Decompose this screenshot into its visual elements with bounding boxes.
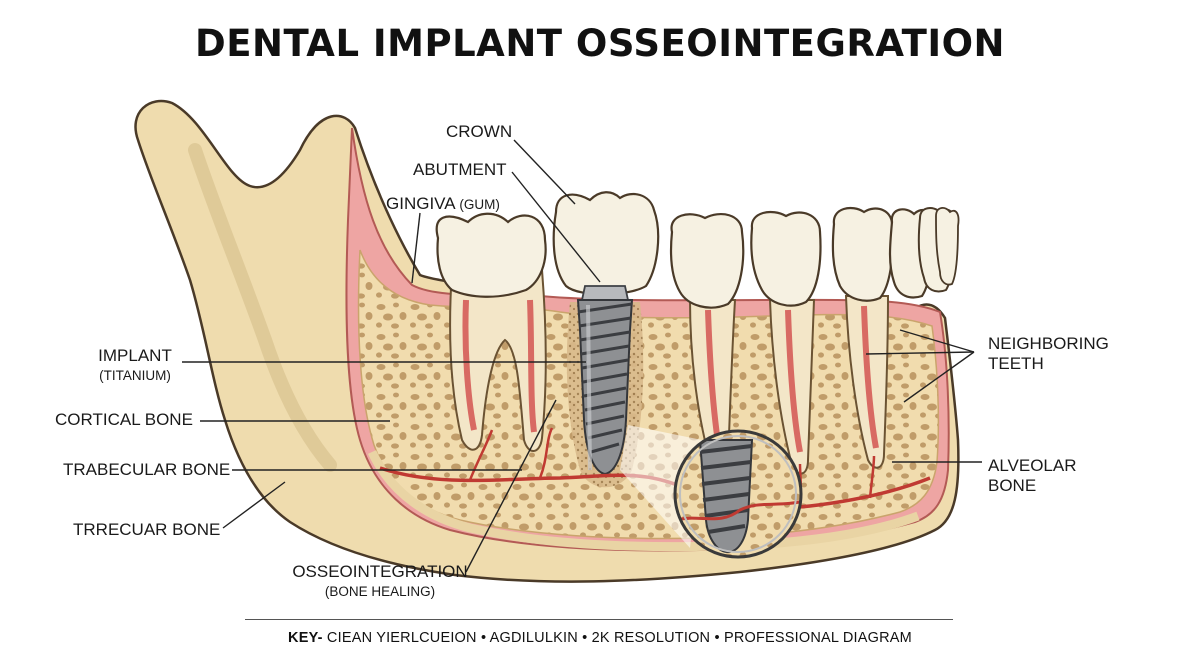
leader-lines [182, 139, 982, 573]
label-osseointegration-main: OSSEOINTEGRATION [292, 562, 468, 581]
natural-molar [435, 212, 547, 452]
label-trabecular-bone: TRABECULAR BONE [63, 460, 231, 479]
label-alveolar-bone: ALVEOLAR BONE [988, 456, 1077, 496]
abutment [580, 285, 630, 301]
label-neighboring-teeth-line1: NEIGHBORING [988, 334, 1109, 353]
implant-fixture [576, 299, 634, 476]
cortical-layer [367, 450, 920, 552]
footer-text: CIEAN YIERLCUEION • AGDILULKIN • 2K RESO… [322, 630, 912, 646]
label-crown: CROWN [446, 122, 513, 141]
ramus-shadow [188, 143, 337, 472]
label-neighboring-teeth-line2: TEETH [988, 354, 1044, 373]
magnified-view [673, 429, 803, 559]
label-gingiva: GINGIVA (GUM) [386, 194, 500, 215]
label-cortical-bone: CORTICAL BONE [55, 410, 193, 429]
footer-key-label: KEY- [288, 630, 323, 646]
page-title: DENTAL IMPLANT OSSEOINTEGRATION [194, 22, 1006, 65]
label-alveolar-bone-line2: BONE [988, 476, 1037, 495]
label-osseointegration: OSSEOINTEGRATION (BONE HEALING) [290, 562, 470, 602]
implant-crown [552, 191, 660, 296]
label-alveolar-bone-line1: ALVEOLAR [988, 456, 1077, 475]
label-implant-main: IMPLANT [98, 346, 172, 365]
footer-caption: KEY- CIEAN YIERLCUEION • AGDILULKIN • 2K… [0, 630, 1200, 646]
label-implant: IMPLANT (TITANIUM) [80, 346, 190, 386]
label-abutment: ABUTMENT [413, 160, 507, 179]
neighboring-teeth [669, 206, 960, 477]
label-implant-sub: (TITANIUM) [99, 368, 171, 383]
label-trrecuar-bone: TRRECUAR BONE [73, 520, 221, 539]
label-gingiva-sub: (GUM) [459, 197, 500, 212]
label-neighboring-teeth: NEIGHBORING TEETH [988, 334, 1109, 374]
label-gingiva-main: GINGIVA [386, 194, 455, 213]
label-osseointegration-sub: (BONE HEALING) [324, 584, 436, 599]
footer-divider [245, 619, 953, 620]
